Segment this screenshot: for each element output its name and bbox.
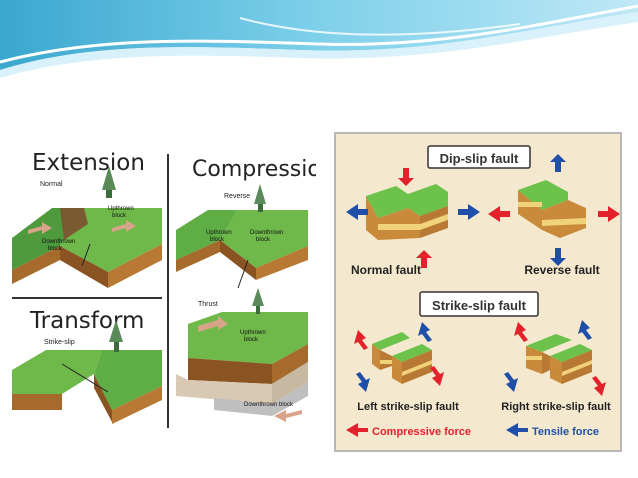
svg-text:block: block xyxy=(210,237,225,243)
tensile-force-label: Tensile force xyxy=(532,426,599,438)
thrust-subtitle: Thrust xyxy=(198,301,218,308)
header-wave xyxy=(0,0,638,78)
normal-fault-block xyxy=(12,166,162,288)
svg-text:Downthrown block: Downthrown block xyxy=(244,402,294,408)
compressive-force-legend: Compressive force xyxy=(346,423,471,438)
left-strike-slip-diagram xyxy=(354,322,444,392)
reverse-fault-block xyxy=(176,184,308,289)
thrust-fault-block xyxy=(176,288,308,422)
reverse-fault-label: Reverse fault xyxy=(524,263,599,277)
svg-text:Upthrown: Upthrown xyxy=(206,230,232,236)
svg-text:block: block xyxy=(256,237,271,243)
right-strike-slip-label: Right strike-slip fault xyxy=(501,401,611,413)
svg-text:block: block xyxy=(244,337,259,343)
normal-fault-diagram xyxy=(346,168,480,268)
compressive-force-label: Compressive force xyxy=(372,426,471,438)
svg-text:Downthrown: Downthrown xyxy=(42,239,75,245)
dip-slip-title: Dip-slip fault xyxy=(440,151,519,166)
extension-title: Extension xyxy=(32,150,145,176)
right-figure-drawing: Dip-slip fault Normal fault Reverse faul… xyxy=(346,145,620,438)
compression-subtitle: Reverse xyxy=(224,193,250,200)
dip-slip-strike-slip-figure: Dip-slip fault Normal fault Reverse faul… xyxy=(334,132,622,452)
tectonic-fault-types-figure: Extension Normal Upthrown block Downthro… xyxy=(12,148,335,436)
svg-text:Upthrown: Upthrown xyxy=(240,330,266,336)
extension-subtitle: Normal xyxy=(40,181,63,188)
strike-slip-title: Strike-slip fault xyxy=(432,298,527,313)
left-strike-slip-label: Left strike-slip fault xyxy=(357,401,459,413)
tensile-force-legend: Tensile force xyxy=(506,423,599,438)
right-strike-slip-diagram xyxy=(504,320,606,396)
svg-text:block: block xyxy=(112,213,127,219)
normal-fault-label: Normal fault xyxy=(351,263,421,277)
transform-title: Transform xyxy=(29,308,144,334)
svg-text:block: block xyxy=(48,246,63,252)
strike-slip-block xyxy=(12,320,162,424)
reverse-fault-diagram xyxy=(488,154,620,266)
compression-title: Compression xyxy=(192,157,316,182)
transform-subtitle: Strike-slip xyxy=(44,339,75,346)
svg-text:Upthrown: Upthrown xyxy=(108,206,134,212)
left-figure-drawing: Extension Normal Upthrown block Downthro… xyxy=(12,150,335,428)
svg-text:Downthrown: Downthrown xyxy=(250,230,283,236)
